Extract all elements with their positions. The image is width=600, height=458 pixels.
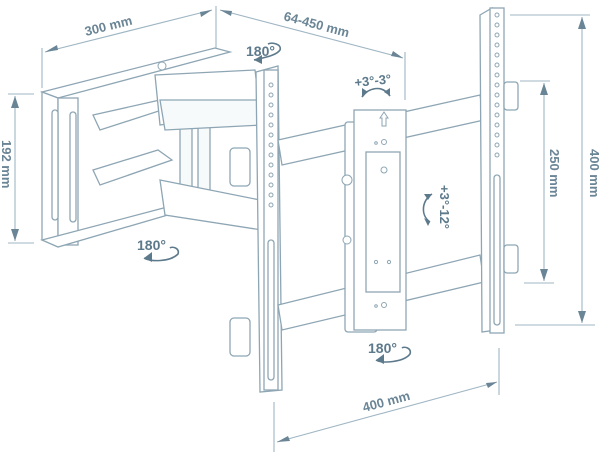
dimension-64-450mm: [219, 9, 406, 100]
rotation-arrow-bottom-left: [143, 246, 180, 262]
rotation-arrow-bottom-right: [375, 346, 412, 364]
right-vertical-rail: [479, 6, 519, 334]
tilt-plate: [341, 109, 407, 333]
label-250mm: 250 mm: [547, 149, 562, 197]
label-400mm-horizontal: 400 mm: [361, 388, 412, 415]
rail-holes-left: [268, 82, 274, 208]
tilt-arrow: [422, 193, 433, 226]
label-180-top: 180°: [246, 43, 275, 59]
label-300mm: 300 mm: [83, 13, 134, 39]
dimension-400mm-horizontal: [273, 348, 500, 452]
dimension-400mm-vertical: [510, 14, 595, 326]
level-adjust-arrow: [361, 87, 391, 98]
label-tilt: +3°-12°: [437, 185, 452, 229]
articulating-arm-upper: [154, 69, 263, 131]
dimension-250mm: [520, 80, 554, 284]
dimension-300mm: [41, 6, 217, 88]
label-180-bottom-left: 180°: [137, 237, 166, 253]
rotation-arrow-top: [253, 42, 282, 64]
label-192mm: 192 mm: [0, 140, 14, 188]
label-180-bottom-right: 180°: [368, 340, 397, 356]
dimension-192mm: [8, 93, 34, 244]
label-400mm-vertical: 400 mm: [587, 149, 600, 197]
articulating-arm-lower: [159, 147, 263, 357]
rail-holes-right: [494, 12, 500, 158]
left-vertical-rail: [255, 65, 283, 393]
label-level-adjust: +3°-3°: [354, 71, 392, 90]
